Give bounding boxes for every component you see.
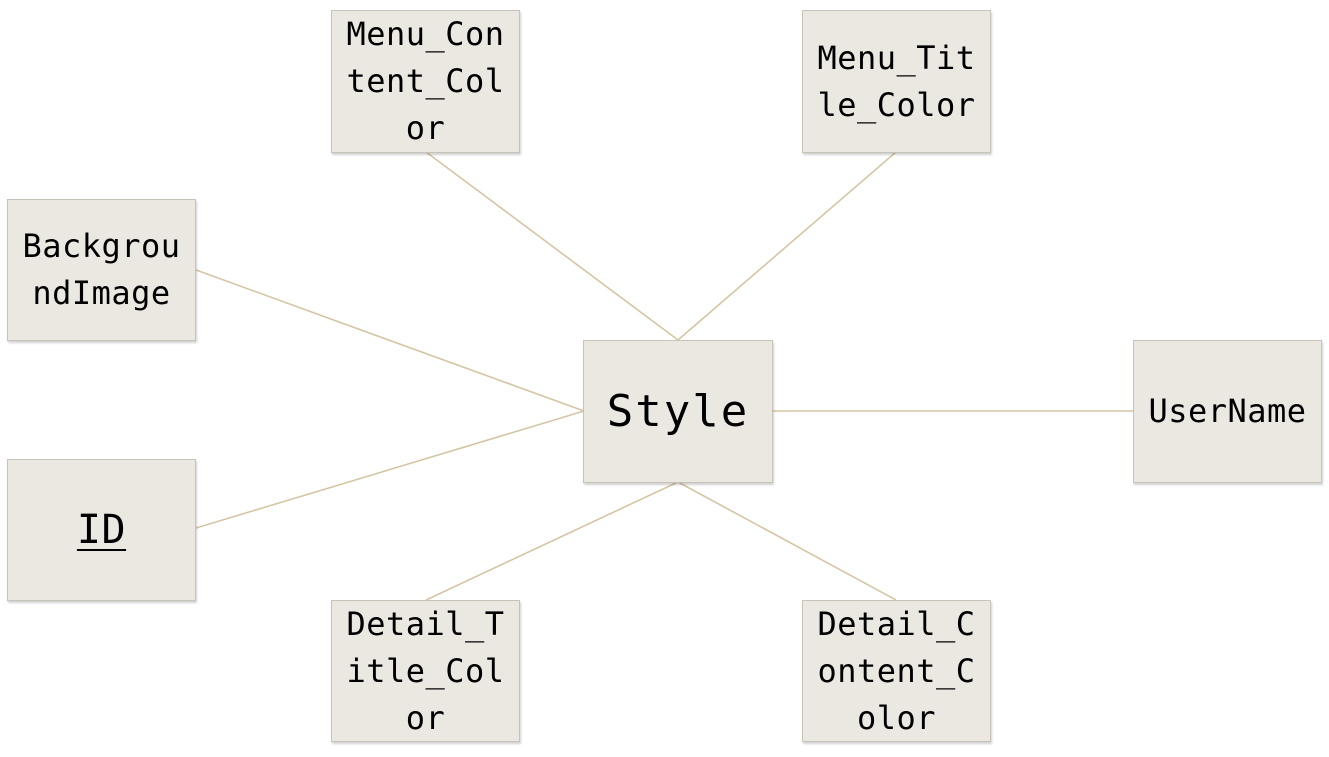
attribute-label: UserName xyxy=(1148,392,1307,430)
attribute-menu-title-color: Menu_Tit le_Color xyxy=(802,10,991,153)
edge-detail-title-color xyxy=(425,481,679,601)
attribute-id-primary-key: ID xyxy=(7,459,196,601)
attribute-label: Menu_Tit le_Color xyxy=(817,38,976,124)
edge-menu-content-color xyxy=(425,151,679,341)
attribute-label: Detail_C ontent_C olor xyxy=(817,604,976,737)
attribute-detail-content-color: Detail_C ontent_C olor xyxy=(802,600,991,742)
entity-label: Style xyxy=(606,386,750,437)
attribute-detail-title-color: Detail_T itle_Col or xyxy=(331,600,520,742)
edge-menu-title-color xyxy=(677,151,897,341)
attribute-label: Detail_T itle_Col or xyxy=(346,604,505,737)
edge-id xyxy=(195,410,585,529)
edge-background-image xyxy=(195,269,585,412)
attribute-background-image: Backgrou ndImage xyxy=(7,199,196,341)
attribute-user-name: UserName xyxy=(1133,340,1322,483)
attribute-menu-content-color: Menu_Con tent_Col or xyxy=(331,10,520,153)
edge-detail-content-color xyxy=(677,481,897,601)
attribute-label: Backgrou ndImage xyxy=(22,227,181,312)
attribute-label: Menu_Con tent_Col or xyxy=(346,15,505,147)
entity-style: Style xyxy=(583,340,773,483)
attribute-label: ID xyxy=(76,506,127,553)
